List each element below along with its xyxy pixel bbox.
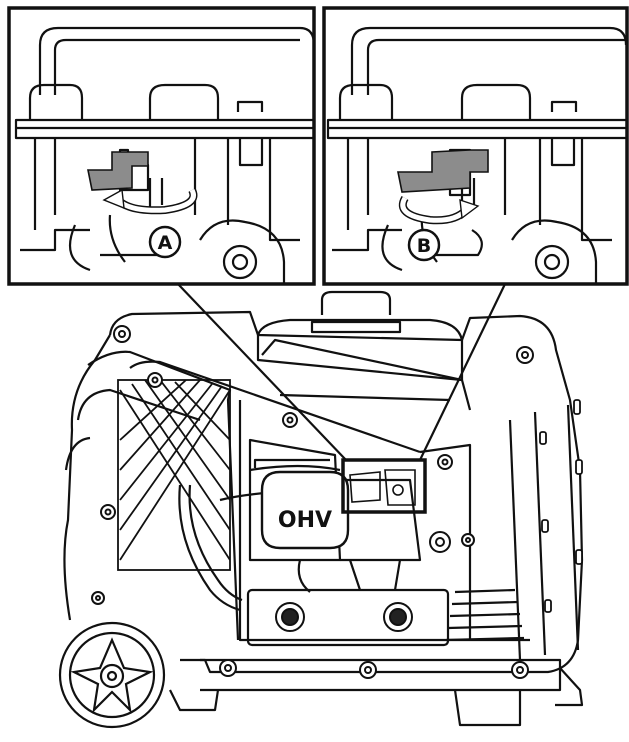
choke-location-box	[341, 458, 427, 514]
detail-panel-a: A	[7, 6, 316, 286]
choke-lever-a	[87, 151, 149, 191]
rotate-arrow-ccw-icon	[102, 188, 198, 215]
callout-a: A	[148, 225, 182, 259]
rotate-arrow-cw-icon	[398, 195, 480, 225]
fuel-knobs	[275, 602, 413, 632]
bolts	[91, 325, 534, 679]
ohv-engine-badge: OHV	[260, 470, 350, 550]
callout-b-label: B	[417, 235, 431, 257]
choke-location-detail	[349, 469, 416, 506]
wheel	[58, 621, 166, 729]
handle-lattice	[117, 379, 231, 571]
generator-body	[63, 290, 584, 727]
choke-lever-b	[397, 149, 489, 193]
detail-panel-b: B	[322, 6, 629, 286]
callout-a-label: A	[158, 232, 173, 254]
callout-b: B	[407, 228, 441, 262]
side-slots	[539, 399, 583, 613]
leader-lines	[177, 283, 506, 461]
ohv-badge-text: OHV	[278, 508, 332, 533]
